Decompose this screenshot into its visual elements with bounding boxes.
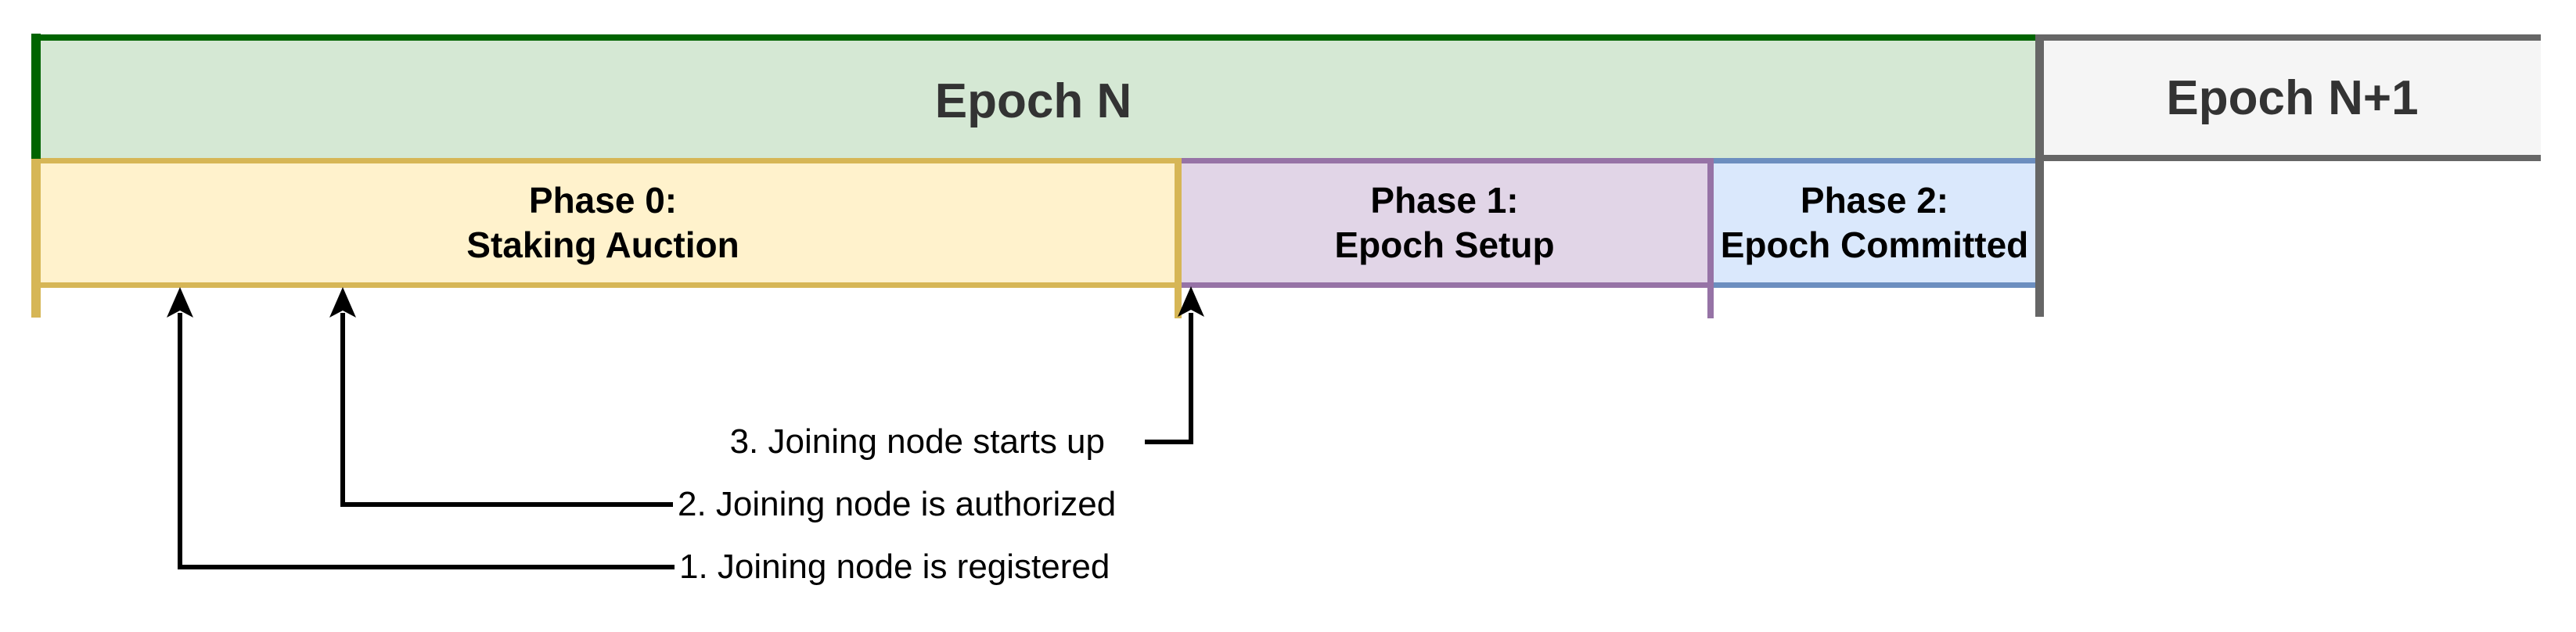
arrow-2-head-icon xyxy=(329,287,356,318)
annotation-2-label: 2. Joining node is authorized xyxy=(678,485,1117,523)
epoch-n1-box: Epoch N+1 xyxy=(2044,34,2541,161)
annotation-1-label: 1. Joining node is registered xyxy=(679,548,1110,586)
arrow-2-connector xyxy=(340,313,673,507)
arrow-3-connector xyxy=(1145,313,1193,444)
phase-2-title: Phase 2: xyxy=(1800,180,1949,221)
annotation-3-label: 3. Joining node starts up xyxy=(729,422,1105,461)
phase-0-subtitle: Staking Auction xyxy=(466,224,739,265)
phase-0-start-tick-bar xyxy=(31,159,41,318)
epoch-start-marker-bar xyxy=(31,34,41,161)
phase-2-box: Phase 2: Epoch Committed xyxy=(1714,158,2035,288)
arrow-3-head-icon xyxy=(1178,286,1204,317)
phase-2-subtitle: Epoch Committed xyxy=(1720,224,2029,265)
phase-1-box: Phase 1: Epoch Setup xyxy=(1182,158,1707,288)
epoch-n-box: Epoch N xyxy=(31,34,2035,161)
arrow-1-connector xyxy=(178,313,675,569)
epoch-n1-label: Epoch N+1 xyxy=(2166,70,2419,125)
phase-1-2-boundary-bar xyxy=(1707,158,1714,318)
phase-0-title: Phase 0: xyxy=(528,180,678,221)
epoch-n-label: Epoch N xyxy=(934,74,1132,128)
phase-1-subtitle: Epoch Setup xyxy=(1334,224,1555,265)
arrow-1-head-icon xyxy=(167,287,193,318)
epoch-boundary-bar xyxy=(2035,34,2044,317)
phase-0-box: Phase 0: Staking Auction xyxy=(31,158,1175,288)
phase-0-1-boundary-bar xyxy=(1175,158,1182,318)
phase-1-title: Phase 1: xyxy=(1370,180,1519,221)
